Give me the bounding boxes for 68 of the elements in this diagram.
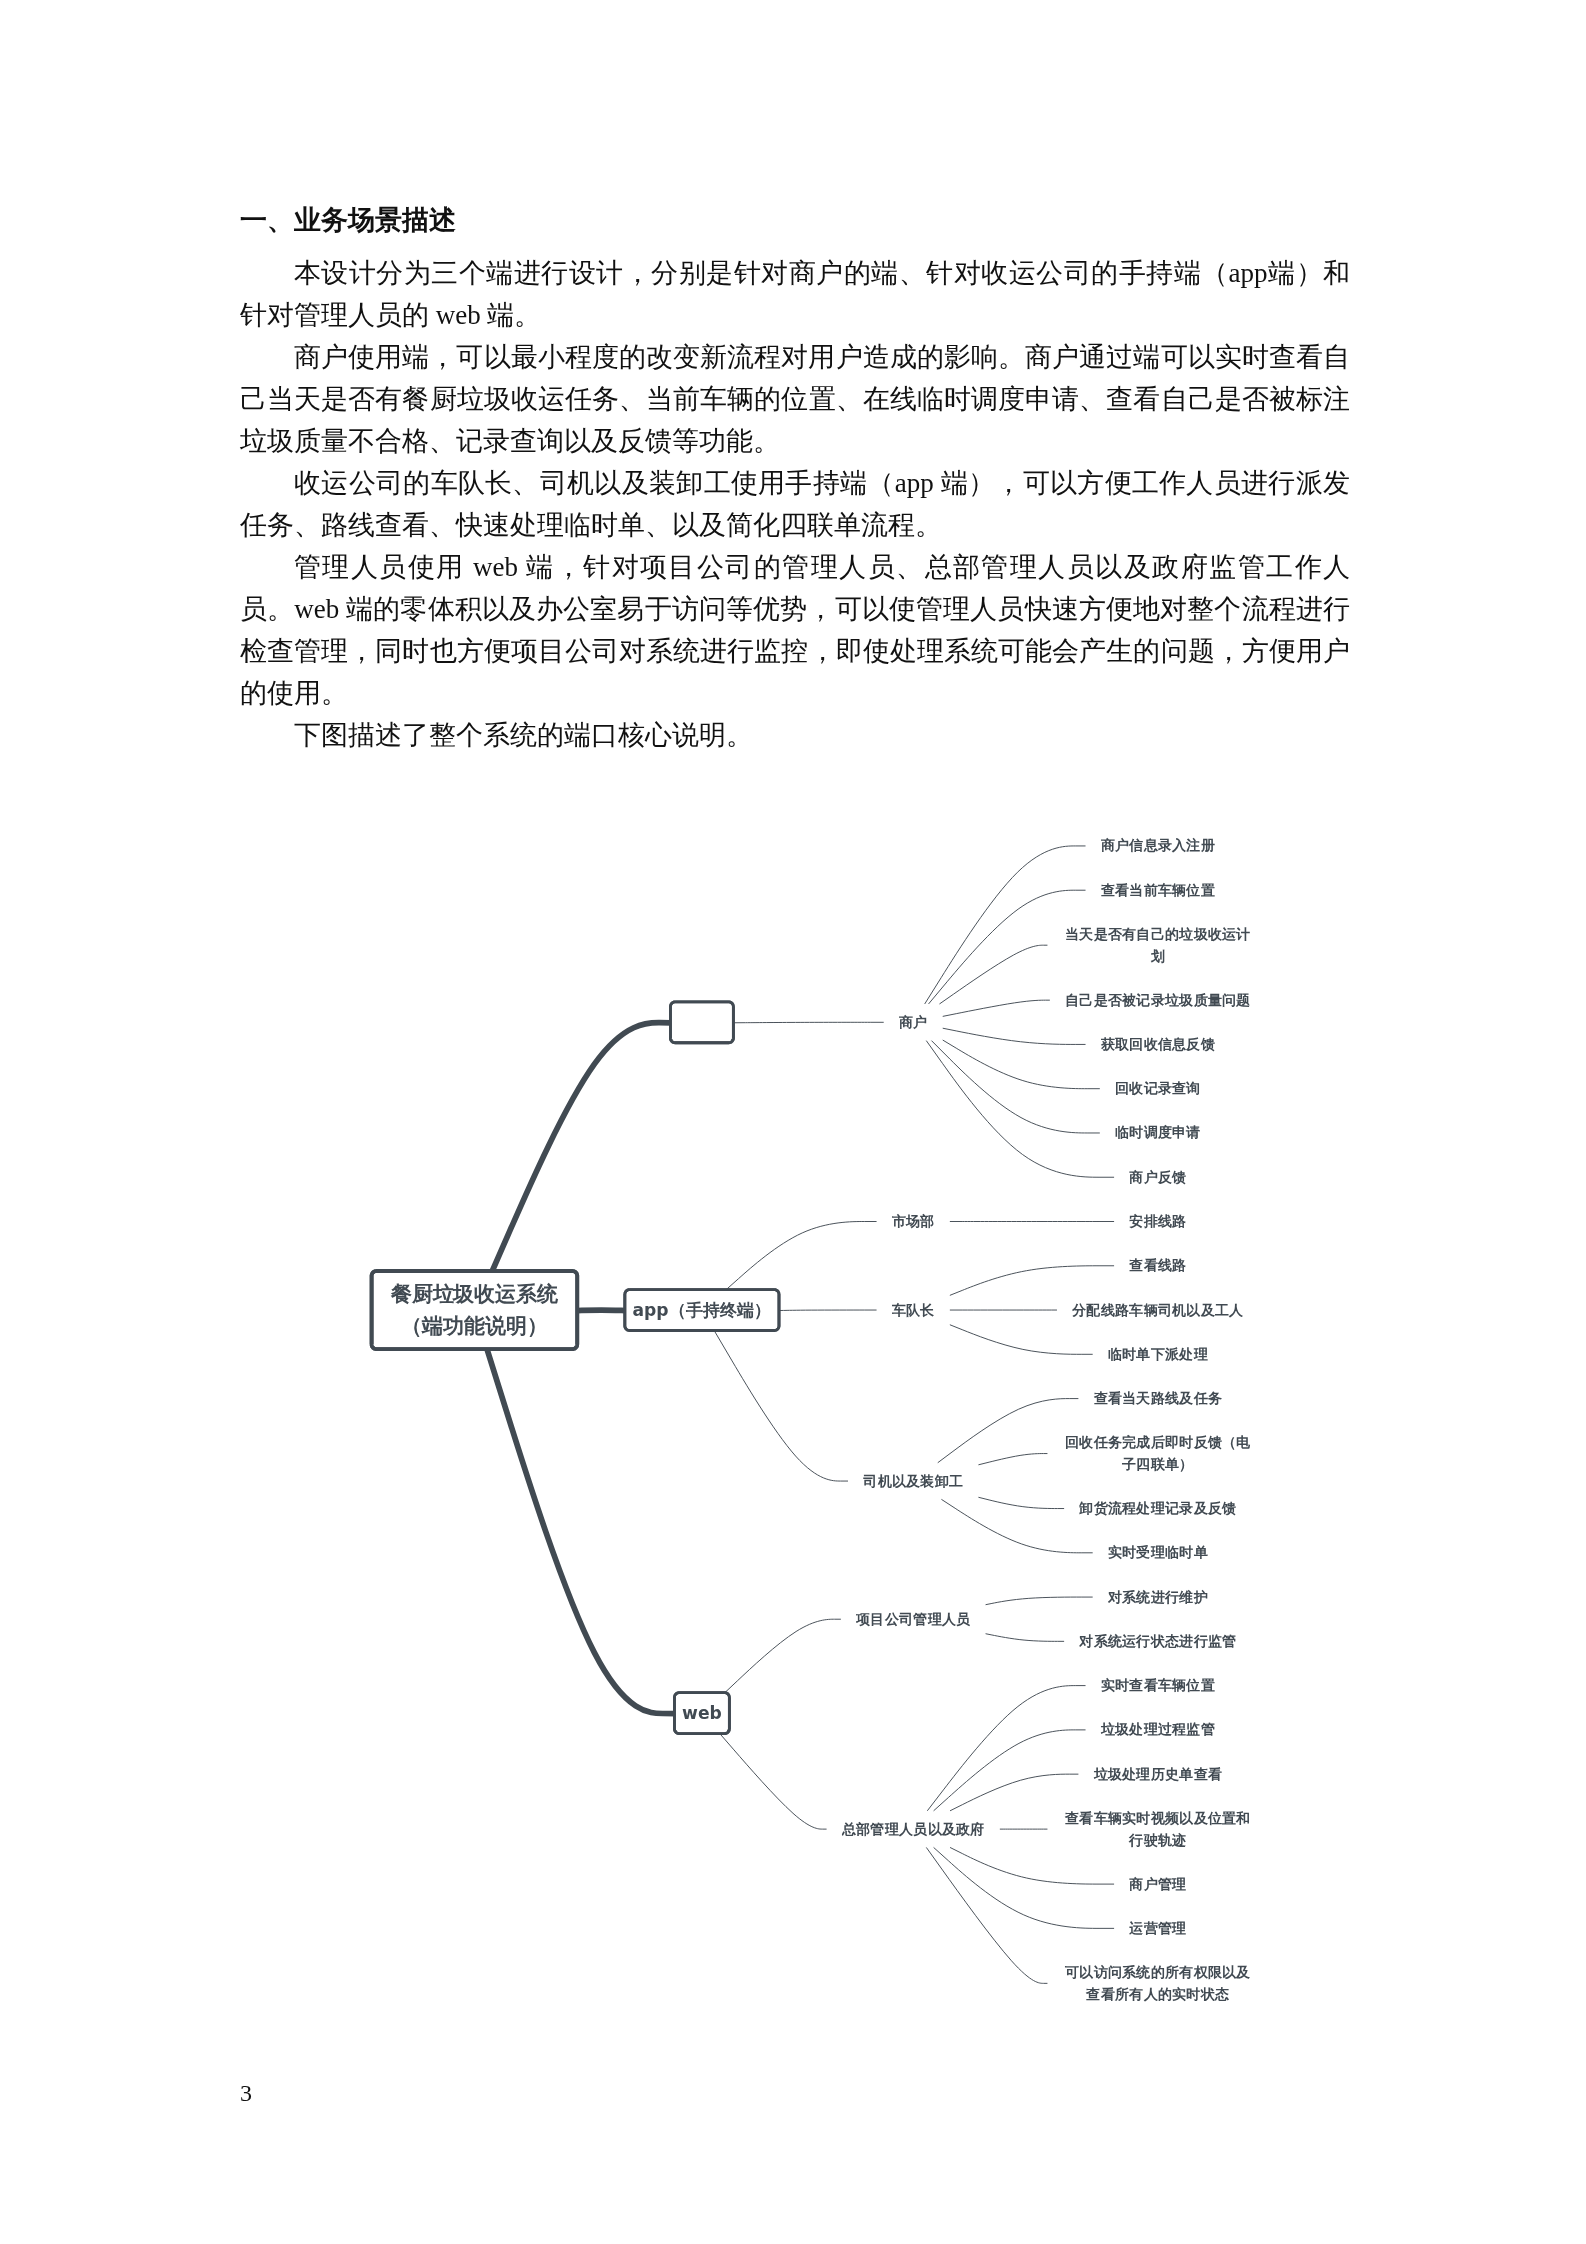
node-text: 临时调度申请 bbox=[1115, 1124, 1201, 1142]
connector bbox=[949, 1221, 1115, 1222]
connector bbox=[942, 1027, 1087, 1045]
node-text: 总部管理人员以及政府 bbox=[841, 1820, 985, 1838]
connector bbox=[714, 1330, 849, 1482]
connector bbox=[978, 1453, 1048, 1466]
node-text: 查看线路 bbox=[1129, 1256, 1187, 1275]
node-text: 商户 bbox=[898, 1013, 928, 1031]
node-text: 临时单下派处理 bbox=[1107, 1345, 1208, 1363]
node-text: 司机以及装卸工 bbox=[863, 1472, 964, 1490]
connector bbox=[940, 1498, 1094, 1554]
connector bbox=[949, 1846, 1115, 1885]
connector bbox=[924, 845, 1087, 1005]
connector bbox=[939, 944, 1048, 1005]
connector bbox=[949, 1324, 1094, 1355]
node-text: 对系统进行维护 bbox=[1107, 1588, 1208, 1606]
connector bbox=[949, 1265, 1115, 1296]
node-text: 当天是否有自己的垃圾收运计划 bbox=[1065, 925, 1251, 965]
connector bbox=[926, 1685, 1087, 1812]
paragraph: 商户使用端，可以最小程度的改变新流程对用户造成的影响。商户通过端可以实时查看自己当天是否有餐厨垃圾收运任务、当前车辆的位置、在线临时调度申请、查看自己是否被标注垃圾质量不合格、记录查询以及反馈等功能。 bbox=[240, 341, 1350, 458]
node-text: 实时查看车辆位置 bbox=[1100, 1676, 1216, 1694]
connector bbox=[925, 1040, 1115, 1178]
node-text: 项目公司管理人员 bbox=[856, 1610, 971, 1628]
node-text: 商户信息录入注册 bbox=[1100, 837, 1216, 855]
node-text: 回收记录查询 bbox=[1115, 1079, 1201, 1098]
node-text: 获取回收信息反馈 bbox=[1100, 1035, 1216, 1053]
node-text: 安排线路 bbox=[1129, 1212, 1187, 1230]
node-text: 可以访问系统的所有权限以及查看所有人的实时状态 bbox=[1065, 1963, 1251, 2003]
connector bbox=[925, 1846, 1048, 1984]
connector bbox=[937, 1398, 1079, 1464]
connector bbox=[985, 1596, 1094, 1606]
node-text: 对系统运行状态进行监管 bbox=[1079, 1632, 1237, 1650]
paragraph: 下图描述了整个系统的端口核心说明。 bbox=[293, 719, 754, 752]
node-text: 商户管理 bbox=[1129, 1875, 1187, 1893]
connector bbox=[928, 889, 1087, 1005]
paragraph: 收运公司的车队长、司机以及装卸工使用手持端（app 端），可以方便工作人员进行派发任务、路线查看、快速处理临时单、以及简化四联单流程。 bbox=[240, 467, 1350, 542]
node-text: 分配线路车辆司机以及工人 bbox=[1072, 1301, 1244, 1319]
paragraph: 管理人员使用 web 端，针对项目公司的管理人员、总部管理人员以及政府监管工作人员。web 端的零体积以及办公室易于访问等优势，可以使管理人员快速方便地对整个流程进行检查管理，同时也方便项目公司对系统进行监控，即使处理系统可能会产生的问题，方便用户的使用。 bbox=[240, 551, 1350, 710]
connector bbox=[733, 1021, 885, 1024]
node-text: 商户反馈 bbox=[1129, 1168, 1187, 1186]
connector bbox=[931, 1040, 1101, 1134]
node-text: 车队长 bbox=[891, 1301, 935, 1319]
connector bbox=[719, 1733, 828, 1830]
connector bbox=[942, 1039, 1101, 1090]
node-text: 查看当天路线及任务 bbox=[1093, 1389, 1223, 1407]
connector bbox=[933, 1729, 1087, 1812]
node-text: 查看车辆实时视频以及位置和行驶轨迹 bbox=[1065, 1809, 1251, 1849]
connector bbox=[577, 1307, 626, 1314]
connector bbox=[985, 1633, 1065, 1642]
connector bbox=[942, 999, 1051, 1017]
node-text: 自己是否被记录垃圾质量问题 bbox=[1065, 991, 1251, 1009]
connector bbox=[723, 1618, 842, 1694]
connector bbox=[949, 1773, 1079, 1812]
connector bbox=[978, 1496, 1065, 1509]
node-text: 运营管理 bbox=[1129, 1919, 1187, 1937]
node-text: 垃圾处理历史单查看 bbox=[1093, 1765, 1223, 1783]
node-text: 实时受理临时单 bbox=[1107, 1544, 1208, 1562]
node-text: 查看当前车辆位置 bbox=[1100, 881, 1216, 899]
paragraph: 本设计分为三个端进行设计，分别是针对商户的端、针对收运公司的手持端（app端）和针对管理人员的 web 端。 bbox=[240, 257, 1350, 332]
node-text: 市场部 bbox=[891, 1212, 935, 1230]
page-number: 3 bbox=[240, 2080, 252, 2107]
section-heading: 一、业务场景描述 bbox=[240, 204, 456, 237]
connector bbox=[933, 1846, 1115, 1929]
node-text: 卸货流程处理记录及反馈 bbox=[1079, 1499, 1237, 1517]
connector bbox=[999, 1828, 1048, 1830]
node-text: 回收任务完成后即时反馈（电子四联单） bbox=[1065, 1434, 1251, 1473]
node-text: 垃圾处理过程监管 bbox=[1100, 1721, 1216, 1739]
connector bbox=[779, 1309, 878, 1311]
